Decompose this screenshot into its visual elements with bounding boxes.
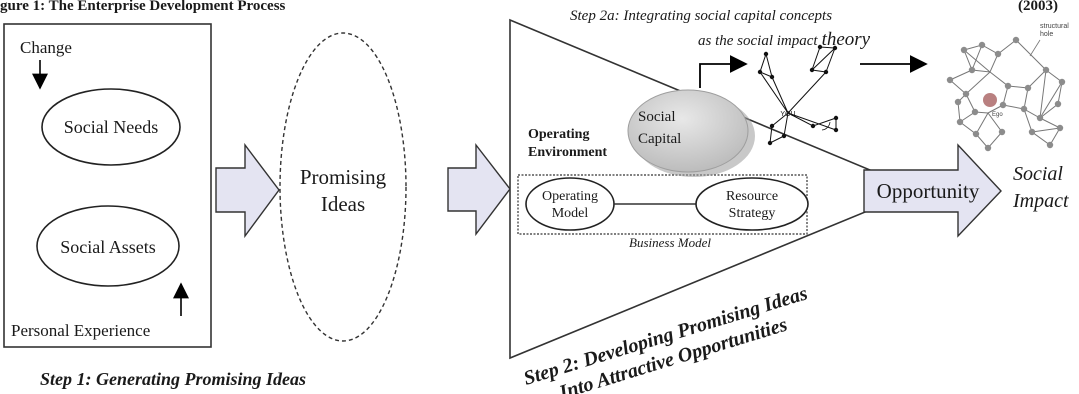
business-model-label: Business Model xyxy=(629,235,711,250)
ego-network-edges xyxy=(949,39,1063,149)
opportunity-label: Opportunity xyxy=(877,179,980,203)
social-needs-ellipse xyxy=(41,88,181,166)
ego-node xyxy=(983,93,997,107)
step1-box xyxy=(3,23,212,348)
personal-experience-label: Personal Experience xyxy=(11,321,150,340)
change-label: Change xyxy=(20,38,72,57)
step2a-theory: theory xyxy=(822,29,871,50)
structural-hole-pointer xyxy=(1029,39,1041,57)
you-network-nodes xyxy=(757,44,839,146)
step2a-line1: Step 2a: Integrating social capital conc… xyxy=(570,8,832,24)
structural-hole-label-2: hole xyxy=(1040,31,1053,38)
promising-label-1: Promising xyxy=(300,165,387,189)
promising-ideas-ellipse xyxy=(279,32,407,342)
resource-strategy-ellipse xyxy=(695,177,809,231)
social-impact-label-2: Impact xyxy=(1012,190,1069,212)
operating-env-label-1: Operating xyxy=(528,127,589,142)
social-capital-label-1: Social xyxy=(638,109,676,125)
operating-model-label-1: Operating xyxy=(542,189,598,204)
step2a-line2-text: as the social impact xyxy=(698,33,818,49)
resource-strategy-label-1: Resource xyxy=(726,189,778,204)
promising-label-2: Ideas xyxy=(321,192,365,216)
operating-model-ellipse xyxy=(525,177,615,231)
social-capital-label-2: Capital xyxy=(638,131,681,147)
structural-hole-label-1: structural xyxy=(1040,23,1069,30)
block-arrow-2 xyxy=(447,142,511,237)
ego-label: Ego xyxy=(992,112,1003,118)
figure-header: gure 1: The Enterprise Development Proce… xyxy=(0,0,286,14)
social-impact-label-1: Social xyxy=(1013,163,1063,185)
social-needs-label: Social Needs xyxy=(64,117,158,137)
figure-header-year: (2003) xyxy=(1018,0,1058,14)
connector-arrow-1 xyxy=(699,55,748,88)
social-assets-label: Social Assets xyxy=(60,237,156,257)
operating-model-label-2: Model xyxy=(552,206,589,221)
block-arrow-1 xyxy=(215,142,280,239)
social-assets-ellipse xyxy=(36,205,180,287)
opportunity-arrow xyxy=(863,143,1002,238)
step1-caption: Step 1: Generating Promising Ideas xyxy=(40,369,306,389)
social-capital-ellipse xyxy=(627,89,749,173)
operating-env-label-2: Environment xyxy=(528,145,607,160)
you-label: YOU xyxy=(780,111,795,118)
you-network xyxy=(759,46,837,144)
resource-strategy-label-2: Strategy xyxy=(729,206,776,221)
ego-network-nodes xyxy=(946,36,1066,152)
